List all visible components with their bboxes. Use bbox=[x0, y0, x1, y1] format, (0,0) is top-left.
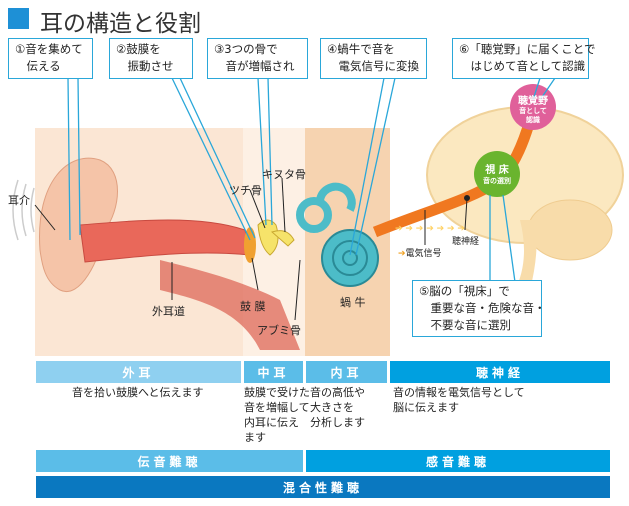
section-outer-ear: 外耳 bbox=[36, 361, 241, 383]
auditory-cortex-sub: 音として認識 bbox=[519, 107, 547, 124]
callout-6: ⑥「聴覚野」に届くことで はじめて音として認識 bbox=[452, 38, 595, 79]
signal-text: 電気信号 bbox=[405, 249, 442, 259]
signal-arrows: ➔ ➔ ➔ ➔ ➔ ➔ ➔ bbox=[395, 224, 465, 234]
label-pinna: 耳介 bbox=[8, 194, 30, 207]
conductive-hearing-loss: 伝音難聴 bbox=[36, 450, 303, 472]
label-malleus: ツチ骨 bbox=[229, 184, 262, 197]
callout-2: ②鼓膜を 振動させ bbox=[109, 38, 193, 79]
callout-1: ①音を集めて 伝える bbox=[8, 38, 93, 79]
desc-auditory-nerve: 音の情報を電気信号として 脳に伝えます bbox=[393, 386, 525, 414]
callout-4: ④蝸牛で音を 電気信号に変換 bbox=[320, 38, 427, 79]
section-inner-ear: 内耳 bbox=[306, 361, 387, 383]
label-ear-canal: 外耳道 bbox=[152, 305, 185, 318]
desc-outer-ear: 音を拾い鼓膜へと伝えます bbox=[72, 386, 204, 399]
eustachian-tube bbox=[160, 260, 300, 350]
auditory-cortex-circle bbox=[510, 84, 556, 130]
semicircular-canals bbox=[296, 182, 356, 233]
label-auditory-nerve: 聴神経 bbox=[452, 237, 480, 247]
cerebellum-shape bbox=[527, 199, 613, 261]
thalamus-sub: 音の選別 bbox=[483, 177, 511, 185]
label-electric-signal: ➔電気信号 bbox=[398, 246, 442, 259]
desc-inner-ear: 音の高低や 大きさを 分析します bbox=[310, 386, 365, 429]
ossicles-shape bbox=[257, 219, 279, 256]
page-title: 耳の構造と役割 bbox=[40, 11, 201, 37]
signal-arrow-icon: ➔ bbox=[398, 249, 406, 259]
eardrum-shape bbox=[244, 227, 256, 263]
thalamus-label: 視 床 音の選別 bbox=[474, 161, 520, 186]
thalamus-name: 視 床 bbox=[485, 165, 509, 176]
callout-leaders bbox=[67, 77, 556, 283]
auditory-cortex-name: 聴覚野 bbox=[518, 96, 548, 107]
cochlea-shape bbox=[321, 229, 379, 287]
label-incus: キヌタ骨 bbox=[262, 168, 306, 181]
title-square-icon bbox=[8, 8, 29, 29]
desc-middle-ear: 鼓膜で受けた 音を増幅して 内耳に伝え ます bbox=[244, 386, 310, 444]
label-cochlea: 蝸 牛 bbox=[340, 296, 366, 309]
brainstem-shape bbox=[515, 220, 537, 290]
section-middle-ear: 中耳 bbox=[244, 361, 303, 383]
sensorineural-hearing-loss: 感音難聴 bbox=[306, 450, 610, 472]
label-leaders bbox=[34, 177, 468, 321]
pinna-shape bbox=[39, 157, 118, 293]
section-auditory-nerve: 聴神経 bbox=[390, 361, 610, 383]
label-eardrum: 鼓 膜 bbox=[240, 300, 266, 313]
sound-waves bbox=[12, 179, 35, 241]
label-stapes: アブミ骨 bbox=[257, 324, 301, 337]
callout-3: ③3つの骨で 音が増幅され bbox=[207, 38, 308, 79]
callout-5: ⑤脳の「視床」で 重要な音・危険な音・ 不要な音に選別 bbox=[412, 280, 546, 337]
thalamus-circle bbox=[474, 151, 520, 197]
mixed-hearing-loss: 混合性難聴 bbox=[36, 476, 610, 498]
svg-text:➔ ➔ ➔ ➔ ➔ ➔ ➔: ➔ ➔ ➔ ➔ ➔ ➔ ➔ bbox=[395, 224, 465, 234]
auditory-cortex-label: 聴覚野 音として認識 bbox=[510, 92, 556, 125]
